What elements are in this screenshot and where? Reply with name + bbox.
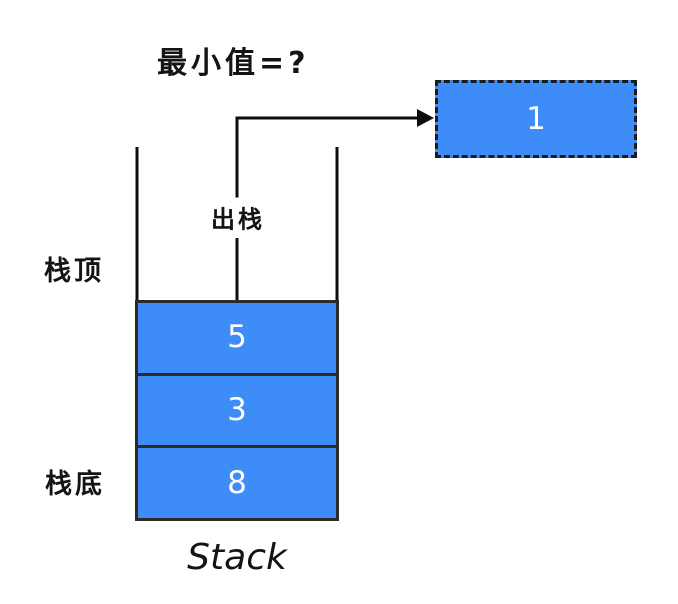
stack-item-middle: 3 (138, 372, 336, 446)
pop-arrow-line (235, 116, 421, 198)
stack-item-bottom: 8 (138, 445, 336, 519)
question-label: 最小值=? (157, 46, 310, 81)
stack-item-top: 5 (138, 303, 336, 373)
stack-item-value: 5 (227, 319, 247, 356)
pop-arrowhead-icon (417, 109, 434, 127)
stack-name-label: Stack (187, 537, 287, 578)
pop-action-label: 出栈 (208, 197, 268, 237)
stack-item-value: 3 (227, 392, 247, 428)
popped-element-box: 1 (435, 80, 637, 158)
stack-bottom-label: 栈底 (45, 469, 105, 500)
popped-value: 1 (526, 100, 546, 137)
stack-top-label: 栈顶 (44, 256, 104, 287)
stack-container: 5 3 8 (135, 300, 339, 521)
stack-item-value: 8 (227, 464, 247, 501)
